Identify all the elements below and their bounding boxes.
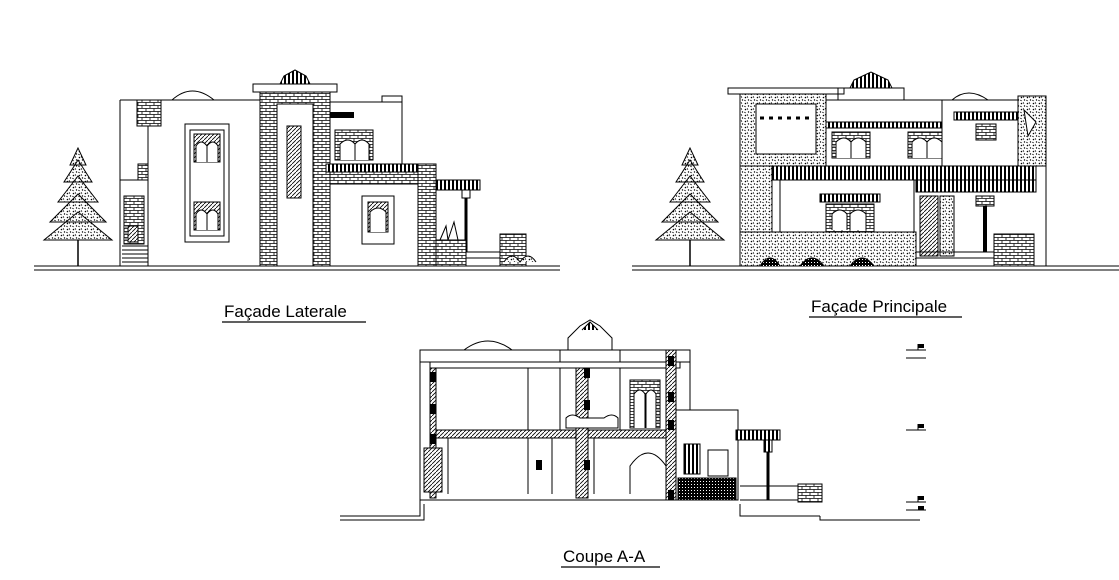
caption-facade-laterale: Façade Laterale bbox=[224, 302, 347, 321]
slit-window bbox=[286, 125, 302, 199]
ground-line bbox=[34, 265, 560, 271]
pergola bbox=[435, 179, 481, 191]
ground-line-right bbox=[739, 504, 920, 521]
facade-principale-elevation bbox=[632, 71, 1119, 271]
facade-laterale-elevation bbox=[34, 69, 560, 271]
tree-icon bbox=[42, 146, 114, 266]
sofa-icon bbox=[565, 414, 619, 429]
caption-coupe-aa: Coupe A-A bbox=[563, 547, 646, 566]
arched-window-lower bbox=[193, 201, 221, 231]
ground-line-left bbox=[340, 499, 430, 521]
roof-lantern bbox=[279, 69, 311, 85]
roof-lantern bbox=[849, 71, 893, 89]
tree-icon bbox=[654, 146, 726, 266]
ground-line bbox=[632, 265, 1119, 271]
caption-facade-principale: Façade Principale bbox=[811, 297, 947, 316]
coupe-aa-section bbox=[340, 319, 926, 521]
arched-window-upper bbox=[193, 133, 221, 163]
dome bbox=[171, 90, 215, 101]
level-marker-icons bbox=[906, 344, 926, 511]
